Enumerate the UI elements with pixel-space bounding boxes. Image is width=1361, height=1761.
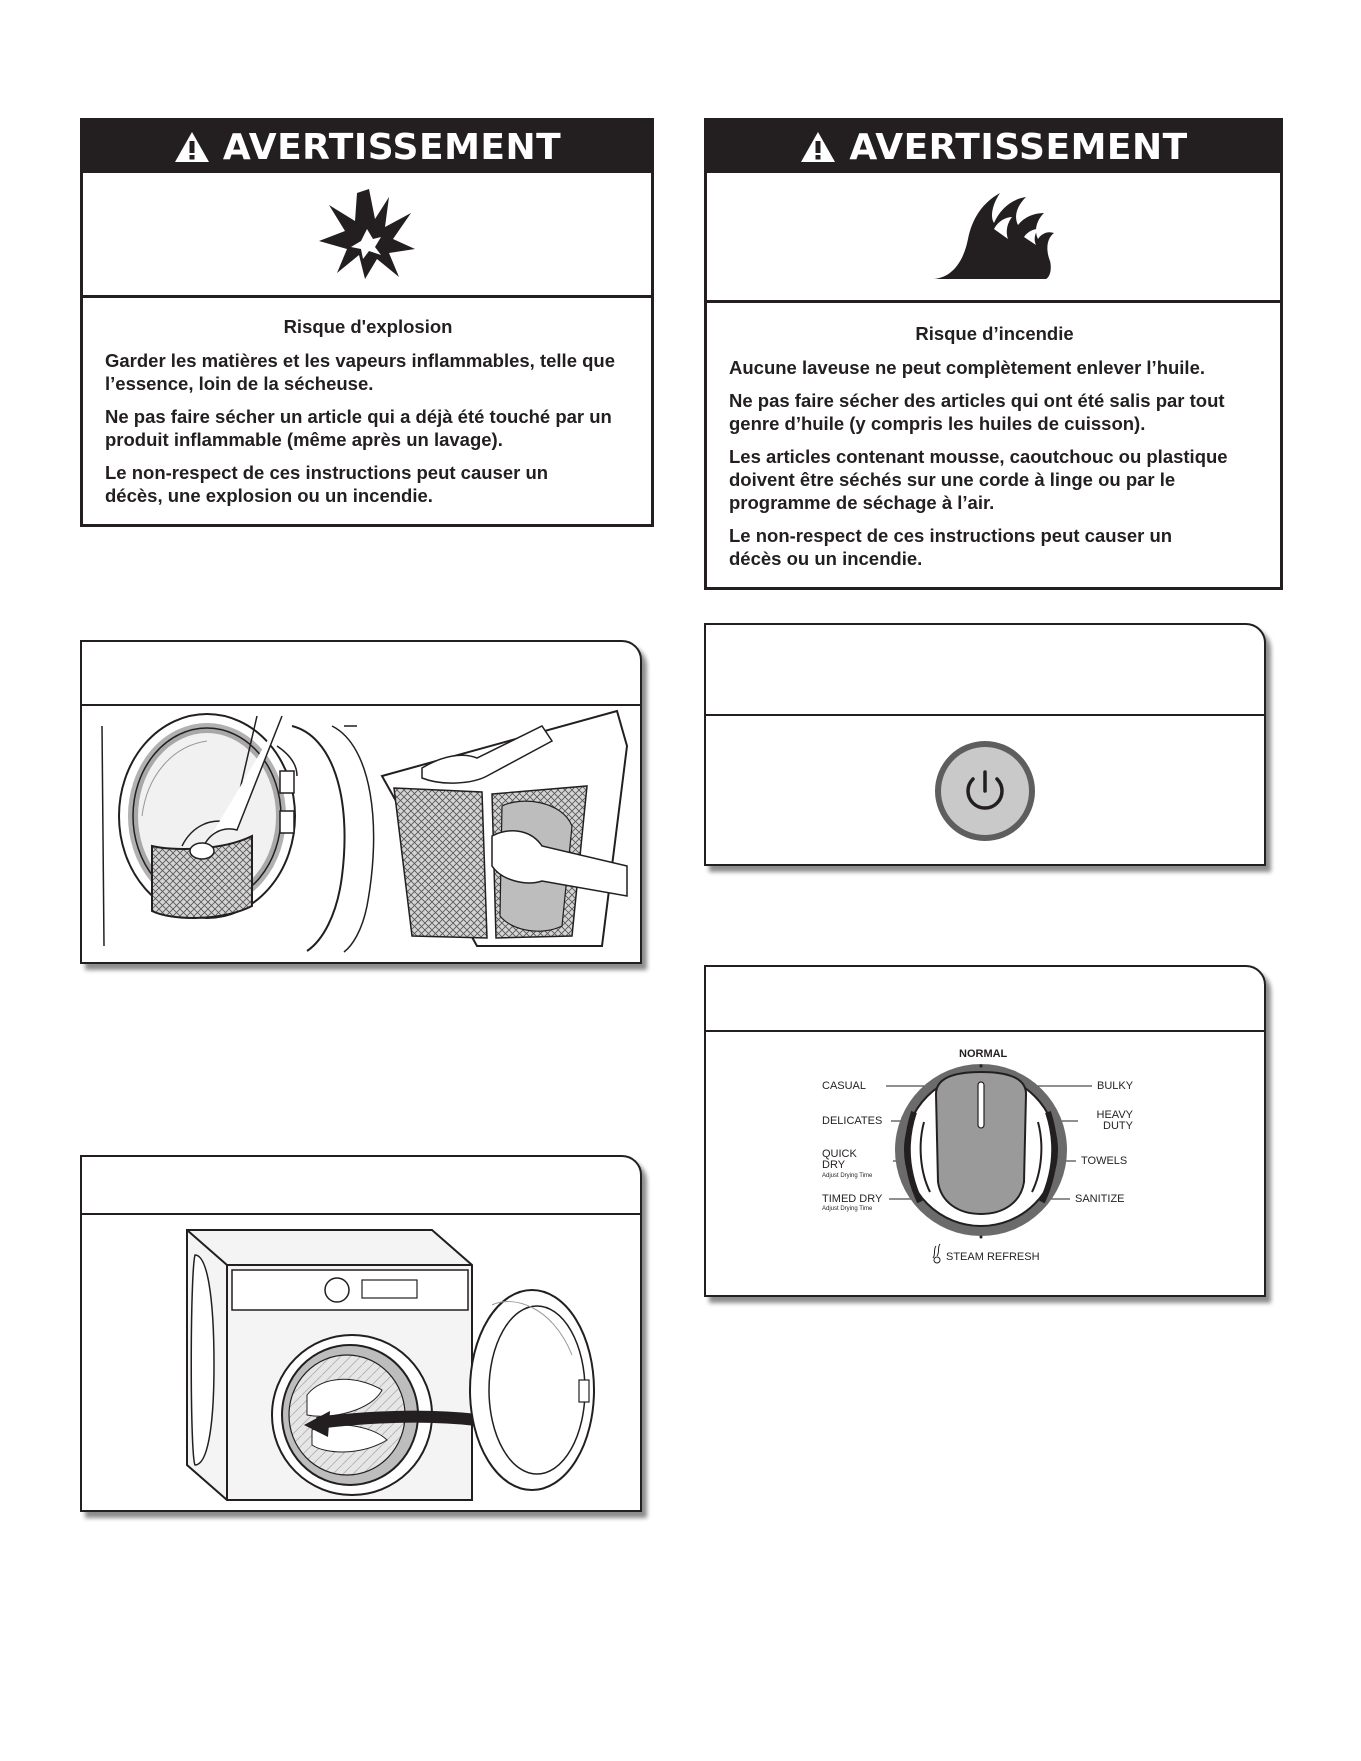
warning-paragraph: Les articles contenant mousse, caoutchou…	[729, 446, 1228, 513]
panel-lint-screen	[80, 640, 642, 964]
warning-header: AVERTISSEMENT	[707, 121, 1280, 173]
warning-paragraph: Ne pas faire sécher des articles qui ont…	[729, 390, 1225, 434]
risk-title: Risque d'explosion	[283, 316, 453, 337]
load-dryer-illustration	[186, 1229, 595, 1501]
dial-label-steam-refresh: STEAM REFRESH	[946, 1251, 1040, 1263]
panel-header	[706, 625, 1264, 716]
dial-label-towels: TOWELS	[1081, 1155, 1128, 1167]
dial-sublabel-quick-dry: Adjust Drying Time	[822, 1173, 873, 1179]
panel-header	[82, 642, 640, 706]
warning-paragraph: Le non-respect de ces instructions peut …	[105, 462, 549, 506]
warning-paragraph: Garder les matières et les vapeurs infla…	[105, 350, 616, 394]
dial-label-normal: NORMAL	[959, 1048, 1008, 1060]
dial-label-heavy-duty: HEAVY DUTY	[1096, 1109, 1133, 1132]
panel-power-button	[704, 623, 1266, 866]
warning-triangle-icon	[801, 132, 836, 162]
warning-triangle-icon	[174, 132, 209, 162]
explosion-icon	[319, 189, 415, 279]
dial-label-quick-dry: QUICK DRY	[822, 1148, 857, 1171]
steam-icon	[932, 1243, 941, 1264]
cycle-dial: NORMAL CASUAL DELICATES QUICK DRY Adjust…	[706, 1032, 1264, 1295]
power-button[interactable]	[933, 739, 1037, 843]
lint-screen-illustration	[101, 709, 629, 953]
warning-paragraph: Le non-respect de ces instructions peut …	[729, 525, 1173, 569]
power-icon	[966, 770, 1004, 810]
warning-paragraph: Aucune laveuse ne peut complètement enle…	[729, 357, 1206, 378]
warning-title: AVERTISSEMENT	[222, 126, 562, 168]
dial-label-casual: CASUAL	[822, 1080, 867, 1092]
risk-title: Risque d’incendie	[915, 323, 1074, 344]
panel-load-dryer	[80, 1155, 642, 1512]
warning-title: AVERTISSEMENT	[849, 126, 1188, 168]
warning-header: AVERTISSEMENT	[83, 121, 651, 173]
dial-sublabel-timed-dry: Adjust Drying Time	[822, 1206, 873, 1212]
fire-icon	[933, 192, 1054, 279]
warning-box-fire: AVERTISSEMENT Risque d’incendie Aucune l…	[704, 118, 1283, 590]
panel-header	[706, 967, 1264, 1032]
panel-cycle-knob: NORMAL CASUAL DELICATES QUICK DRY Adjust…	[704, 965, 1266, 1297]
warning-box-explosion: AVERTISSEMENT Risque d'explosion Garder …	[80, 118, 654, 527]
panel-header	[82, 1157, 640, 1215]
dial-label-bulky: BULKY	[1097, 1080, 1134, 1092]
dial-label-delicates: DELICATES	[822, 1115, 883, 1127]
cycle-knob-illustration[interactable]	[706, 1032, 1264, 1295]
warning-paragraph: Ne pas faire sécher un article qui a déj…	[105, 406, 612, 450]
dial-label-timed-dry: TIMED DRY	[822, 1193, 883, 1205]
dial-label-sanitize: SANITIZE	[1075, 1193, 1125, 1205]
